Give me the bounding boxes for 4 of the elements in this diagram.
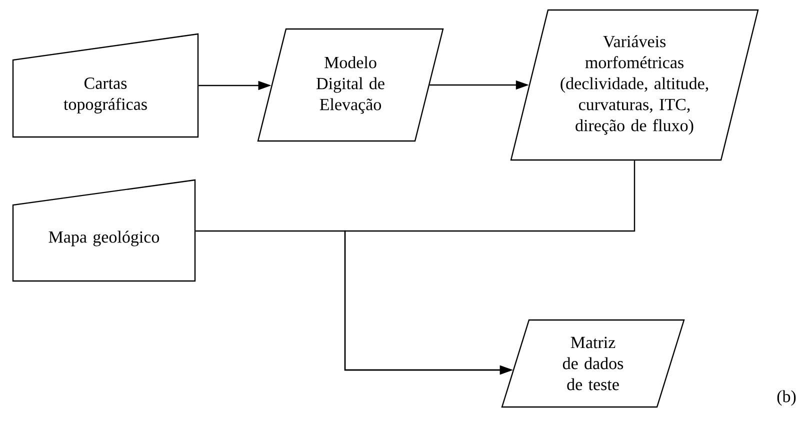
panel-label: (b) [777,390,796,406]
data-parallelogram: Matriz de dados de teste [501,319,685,408]
data-parallelogram: Variáveis morfométricas (declividade, altitude, curvaturas, ITC, direção de fluxo) [510,9,759,161]
data-parallelogram: Modelo Digital de Elevação [257,28,444,142]
